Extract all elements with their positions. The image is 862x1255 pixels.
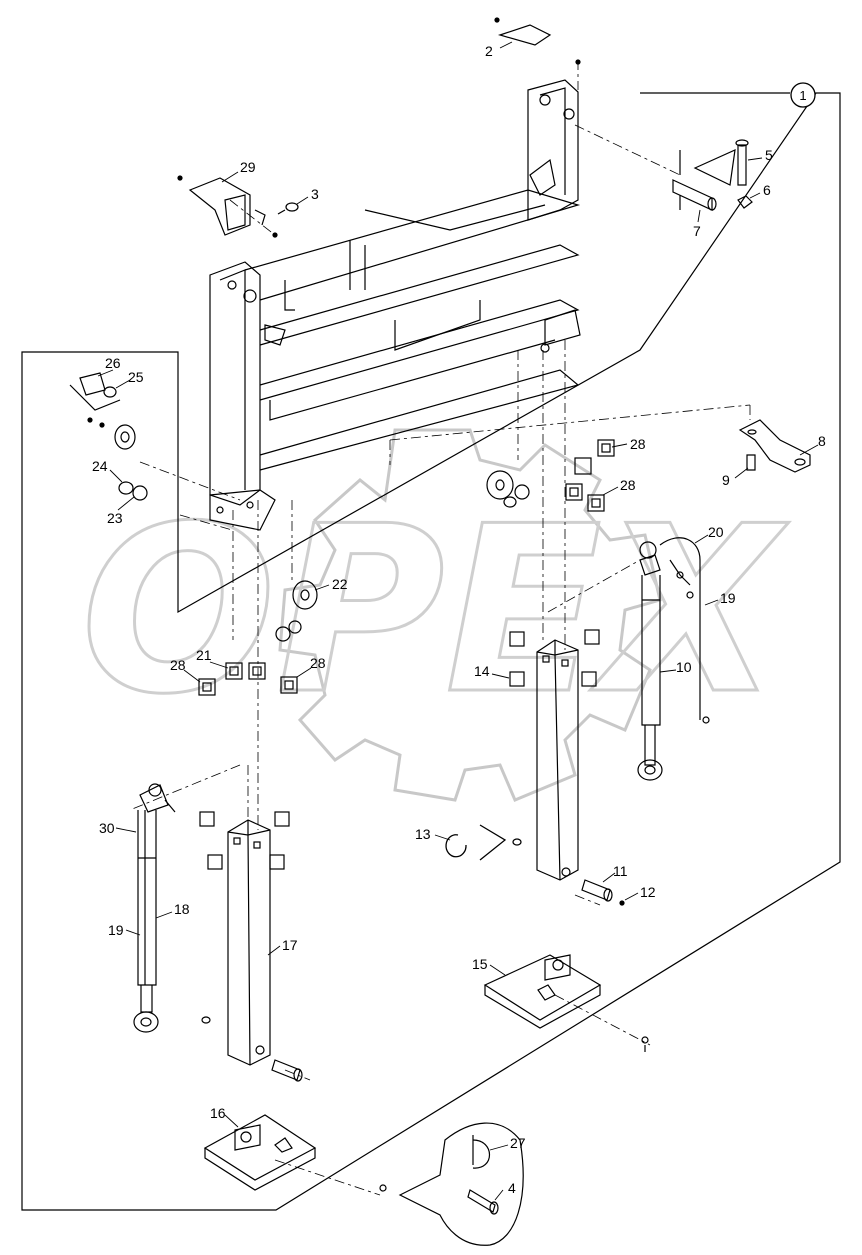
group-outline-1 — [21, 92, 841, 1211]
part-4-27-linch-pin-detail — [398, 1122, 524, 1246]
part-2-cap — [494, 17, 581, 65]
group-marker-label: 1 — [799, 88, 806, 103]
group-marker: 1 — [790, 82, 816, 108]
mast-frame — [209, 79, 581, 531]
callout-leader-lines — [97, 41, 819, 1201]
callout-28-c: 28 — [170, 657, 186, 673]
callout-5: 5 — [765, 147, 773, 163]
callout-15: 15 — [472, 956, 488, 972]
callout-labels: 2 29 3 5 6 7 26 25 24 23 28 28 9 8 28 20… — [92, 43, 826, 1196]
callout-10: 10 — [676, 659, 692, 675]
callout-26: 26 — [105, 355, 121, 371]
part-11-pin — [581, 879, 625, 906]
callout-7: 7 — [693, 223, 701, 239]
callout-24: 24 — [92, 458, 108, 474]
callout-3: 3 — [311, 186, 319, 202]
callout-19-b: 19 — [108, 922, 124, 938]
part-23-26-pivot-set — [69, 372, 148, 501]
callout-21: 21 — [196, 647, 212, 663]
callout-2: 2 — [485, 43, 493, 59]
part-8-bracket — [738, 419, 811, 473]
part-14-inner-mast-right — [509, 629, 600, 881]
part-21-28-wear-pads-lower — [198, 662, 298, 696]
watermark-text: OPEX — [79, 477, 790, 747]
callout-23: 23 — [107, 510, 123, 526]
part-18-lift-cylinder-left — [133, 783, 176, 1033]
part-22-flange — [275, 580, 318, 642]
callout-17: 17 — [282, 937, 298, 953]
part-16-carriage-plate — [203, 1114, 387, 1192]
part-29-bracket — [177, 175, 278, 238]
callout-20: 20 — [708, 524, 724, 540]
part-13-clip — [445, 824, 522, 861]
assembly-guide-lines — [129, 60, 751, 1196]
callout-9: 9 — [722, 472, 730, 488]
part-28-wear-pads-upper — [486, 439, 615, 512]
callout-4: 4 — [508, 1180, 516, 1196]
callout-29: 29 — [240, 159, 256, 175]
part-10-lift-cylinder-right — [637, 537, 710, 781]
callout-25: 25 — [128, 369, 144, 385]
callout-8: 8 — [818, 433, 826, 449]
watermark-label: OPEX — [81, 478, 789, 745]
callout-11: 11 — [613, 863, 628, 879]
part-3-bolt — [254, 202, 299, 226]
callout-14: 14 — [474, 663, 490, 679]
callout-30: 30 — [99, 820, 115, 836]
part-17-inner-mast-left — [199, 811, 303, 1082]
callout-18: 18 — [174, 901, 190, 917]
callout-16: 16 — [210, 1105, 226, 1121]
callout-13: 13 — [415, 826, 431, 842]
callout-28-a: 28 — [630, 436, 646, 452]
part-5-6-7-pin-set — [672, 139, 753, 211]
callout-28-b: 28 — [620, 477, 636, 493]
callout-22: 22 — [332, 576, 348, 592]
callout-27: 27 — [510, 1135, 526, 1151]
part-15-carriage-plate — [483, 954, 649, 1052]
callout-19-a: 19 — [720, 590, 736, 606]
callout-12: 12 — [640, 884, 656, 900]
callout-28-d: 28 — [310, 655, 326, 671]
callout-6: 6 — [763, 182, 771, 198]
